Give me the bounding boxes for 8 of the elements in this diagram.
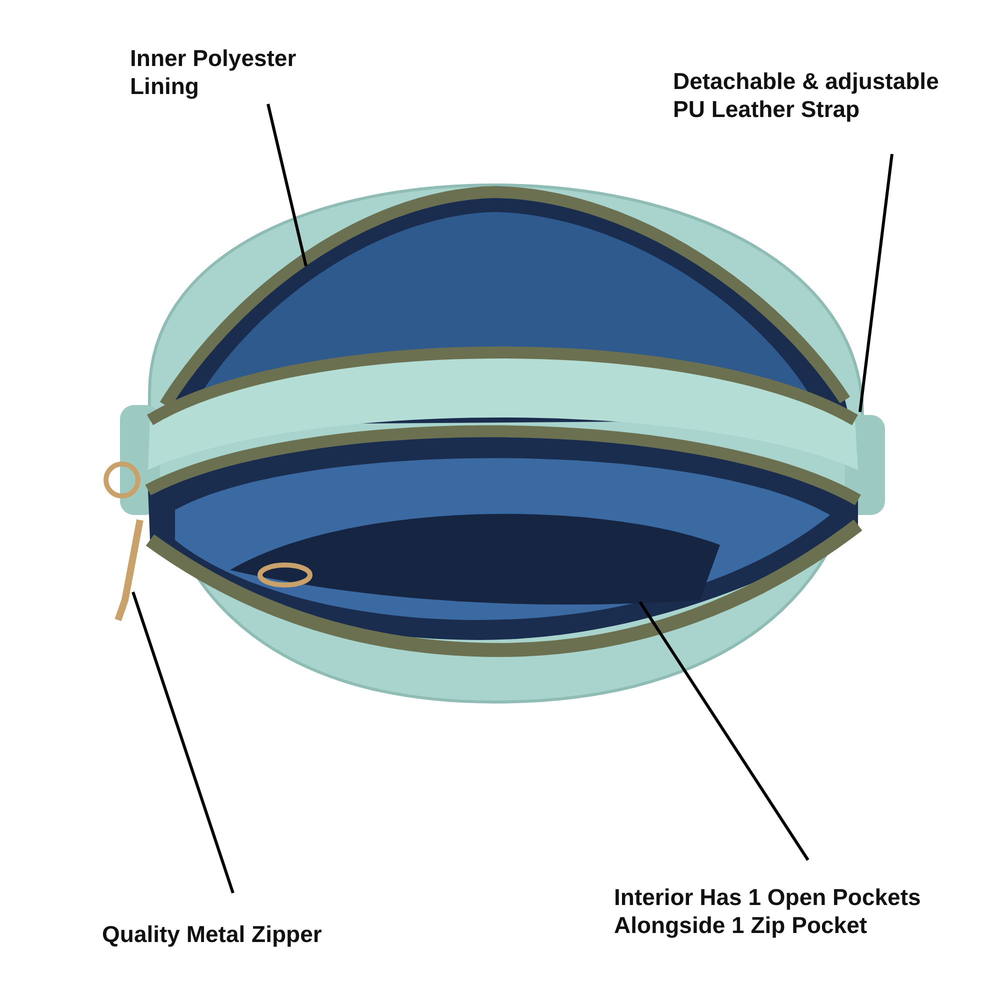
- callout-label: Detachable & adjustable PU Leather Strap: [673, 67, 968, 123]
- callout-label: Inner Polyester Lining: [130, 44, 345, 100]
- leader-line: [638, 601, 810, 861]
- callout-label: Interior Has 1 Open Pockets Alongside 1 Zip Pocket: [614, 883, 994, 939]
- leader-line: [132, 592, 234, 894]
- callout-label: Quality Metal Zipper: [102, 920, 392, 948]
- leader-line: [266, 104, 308, 266]
- leader-line: [858, 154, 894, 412]
